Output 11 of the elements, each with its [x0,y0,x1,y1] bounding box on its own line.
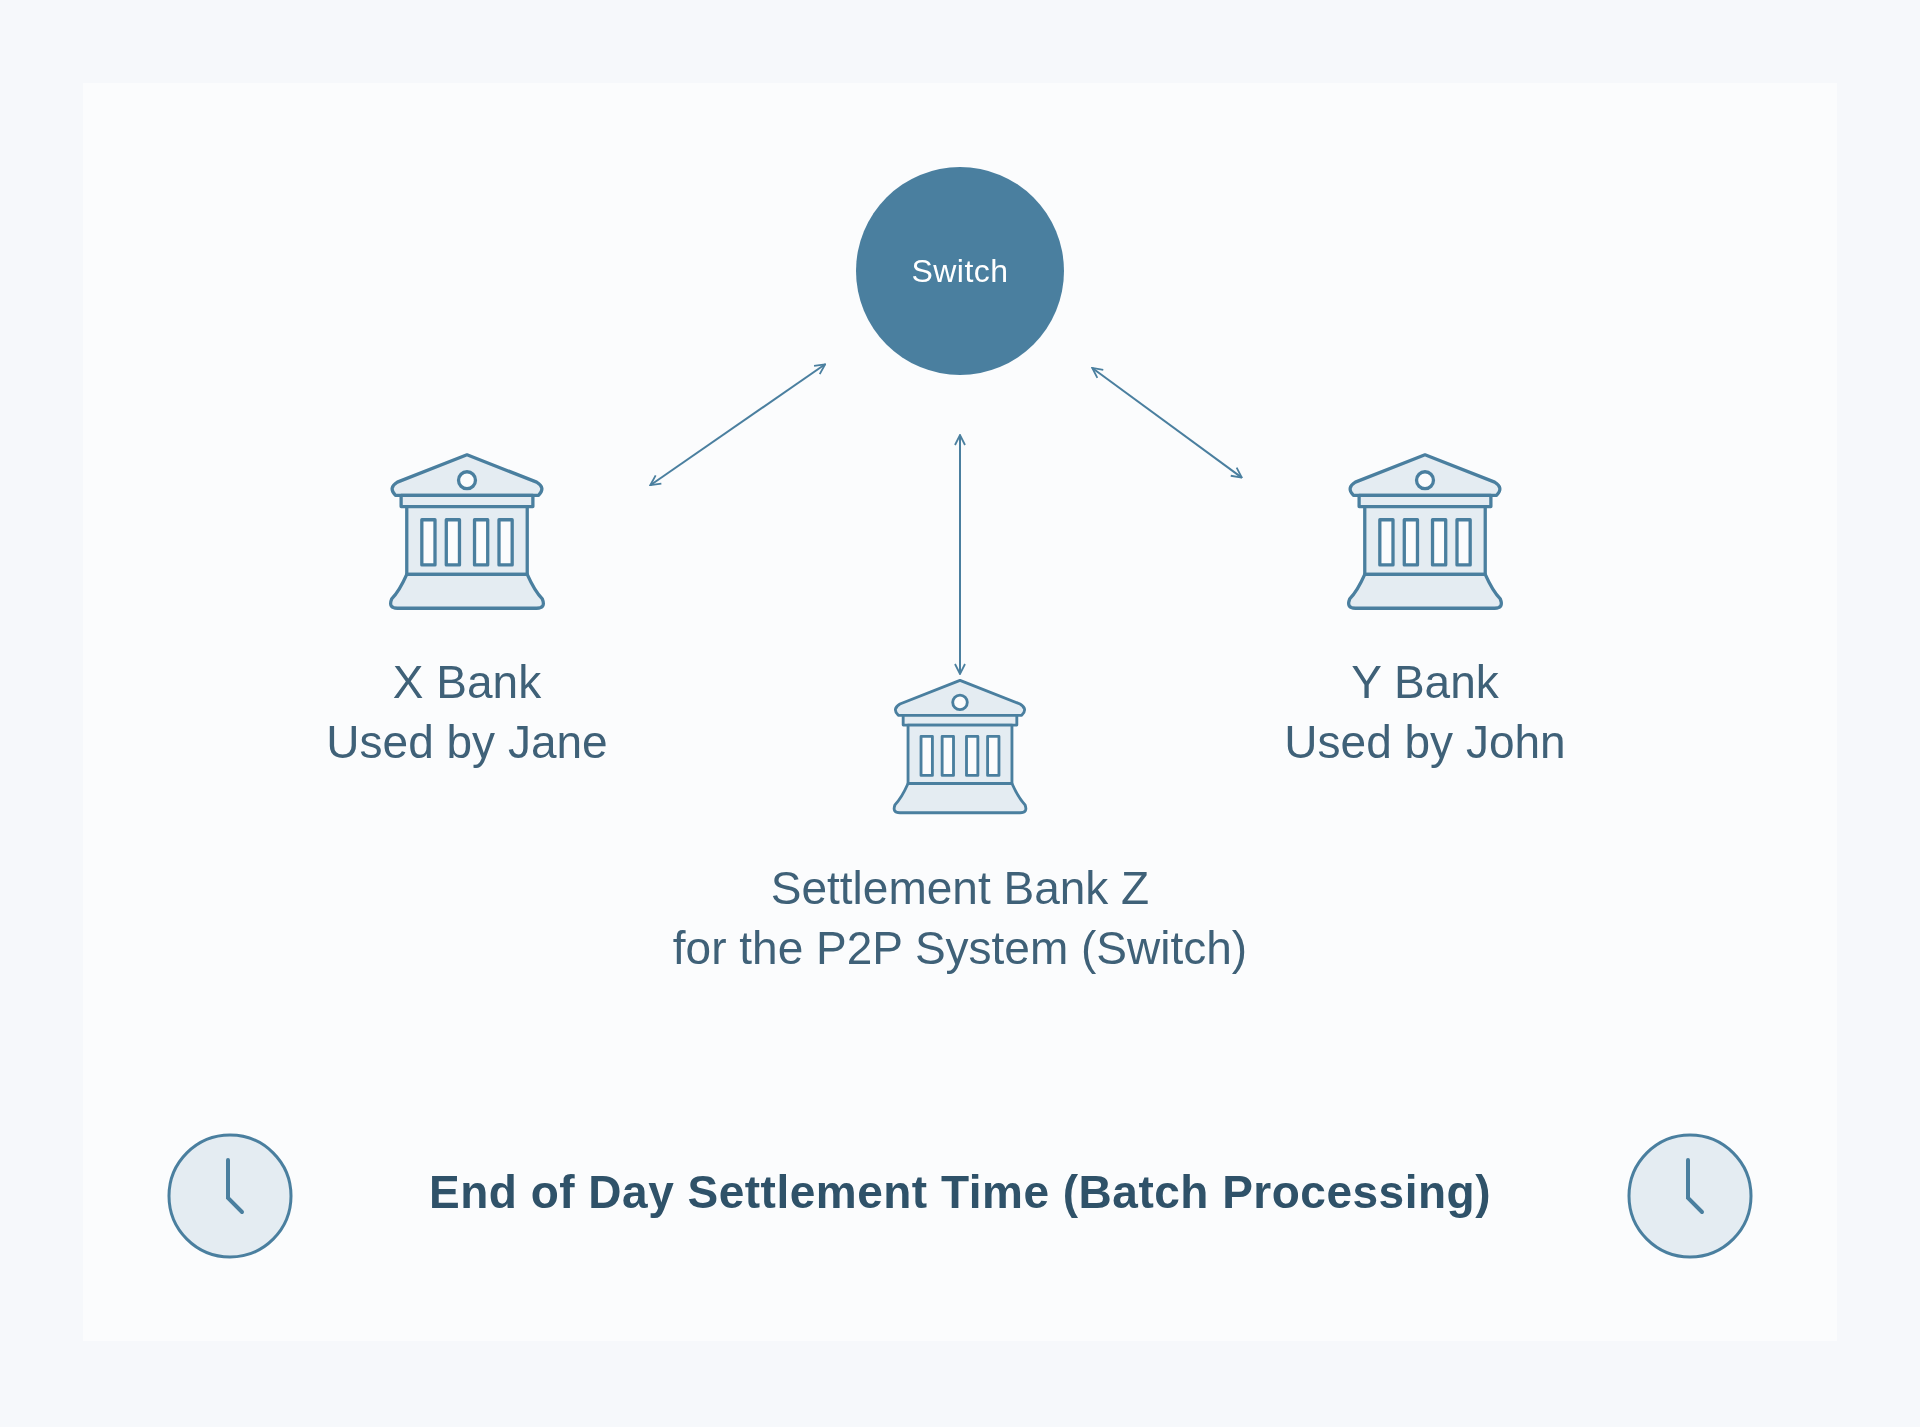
double-arrow [1091,367,1243,479]
bank-label: Used by John [1284,715,1566,770]
bank-label: for the P2P System (Switch) [672,921,1248,976]
double-arrow [649,363,827,487]
bank-label: X Bank [392,655,542,710]
footer-caption: End of Day Settlement Time (Batch Processing) [428,1165,1492,1219]
bank-label: Y Bank [1351,655,1499,710]
bank-label: Used by Jane [326,715,608,770]
double-arrow [954,434,966,675]
bank-label: Settlement Bank Z [770,861,1150,916]
node-label: Switch [911,252,1009,290]
